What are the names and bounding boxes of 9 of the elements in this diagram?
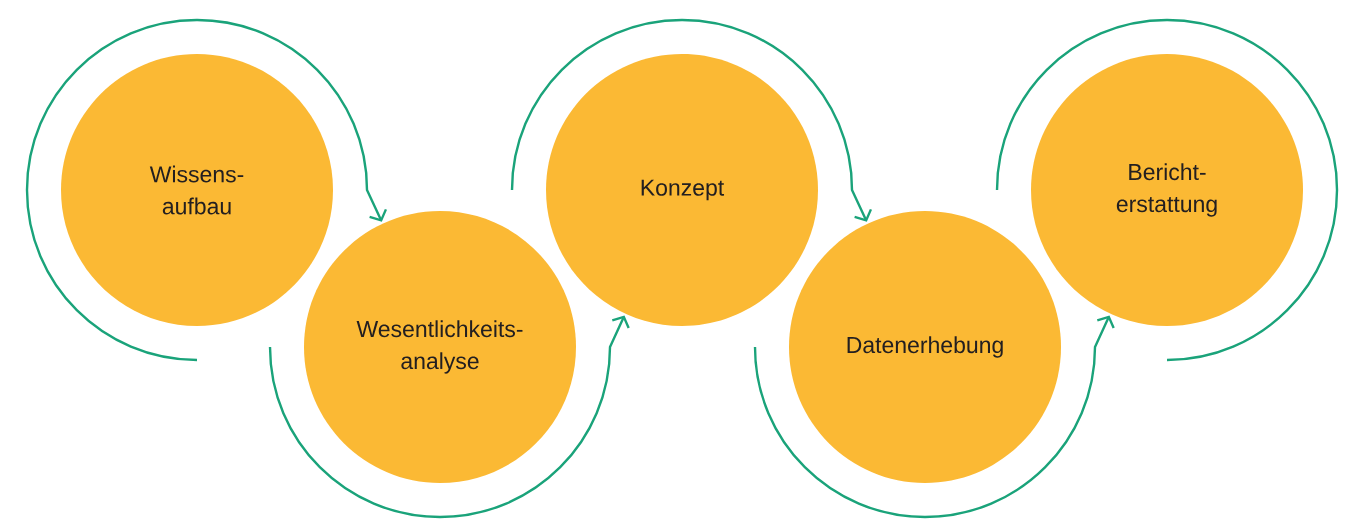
circle-node: Wesentlichkeits- analyse — [304, 211, 576, 483]
curved-arrow — [510, 18, 873, 222]
circle-node: Datenerhebung — [789, 211, 1061, 483]
circle-node: Konzept — [546, 54, 818, 326]
curved-arrow — [25, 18, 388, 362]
circle-node: Wissens- aufbau — [61, 54, 333, 326]
circle-node: Bericht- erstattung — [1031, 54, 1303, 326]
curved-arrow — [753, 315, 1115, 519]
curved-arrow — [268, 315, 630, 519]
